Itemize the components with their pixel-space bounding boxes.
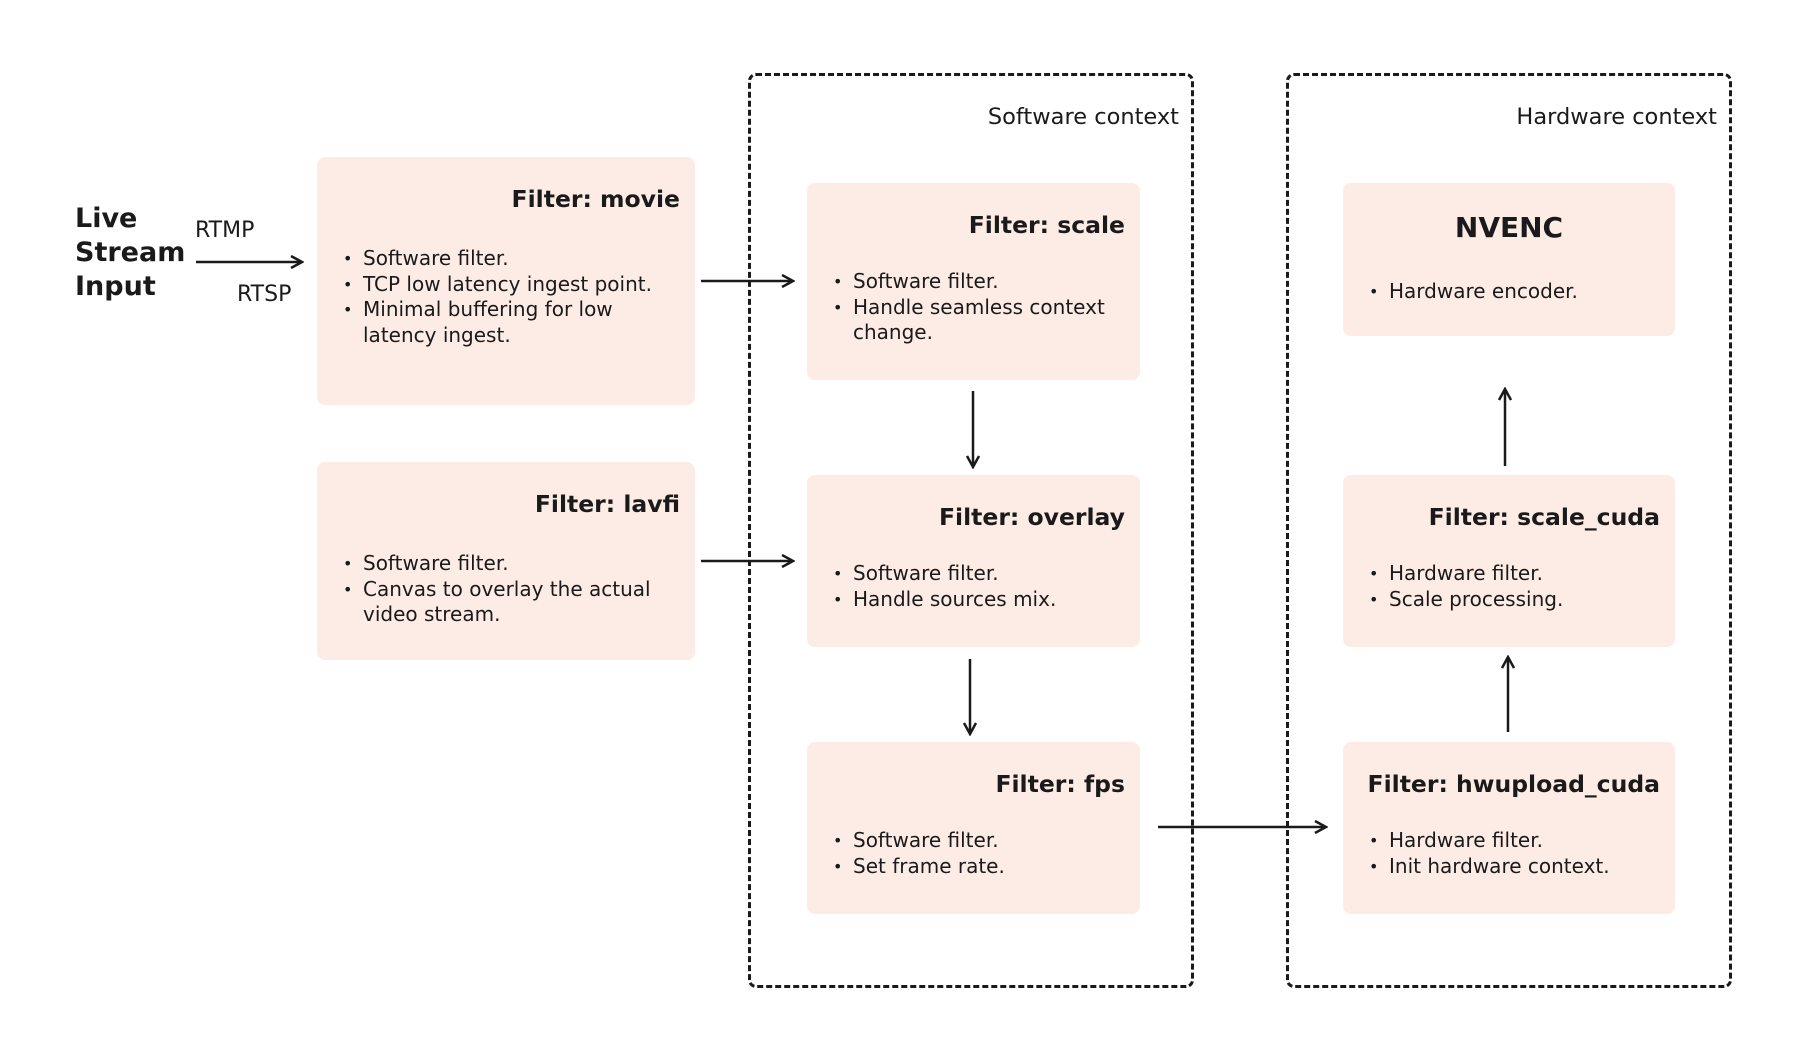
rtsp-label: RTSP xyxy=(237,282,292,307)
bullet-item: Hardware encoder. xyxy=(1369,279,1663,305)
filter-scale-title: Filter: scale xyxy=(968,211,1125,239)
nvenc-title: NVENC xyxy=(1454,211,1564,244)
hardware-context-group: Hardware context xyxy=(1286,73,1732,988)
bullet-item: Minimal buffering for low latency ingest… xyxy=(343,297,683,348)
filter-fps-title: Filter: fps xyxy=(995,770,1125,798)
filter-hwupload-cuda-title: Filter: hwupload_cuda xyxy=(1367,770,1660,798)
bullet-item: Handle sources mix. xyxy=(833,587,1128,613)
bullet-item: Software filter. xyxy=(343,246,683,272)
filter-lavfi-node: Filter: lavfi Software filter. Canvas to… xyxy=(317,462,695,660)
nvenc-bullets: Hardware encoder. xyxy=(1369,279,1663,305)
filter-movie-bullets: Software filter. TCP low latency ingest … xyxy=(343,246,683,348)
bullet-item: Handle seamless context change. xyxy=(833,295,1128,346)
filter-scale-cuda-bullets: Hardware filter. Scale processing. xyxy=(1369,561,1663,612)
filter-scale-bullets: Software filter. Handle seamless context… xyxy=(833,269,1128,346)
rtmp-label: RTMP xyxy=(195,218,255,243)
filter-movie-title: Filter: movie xyxy=(511,185,680,213)
filter-scale-cuda-title: Filter: scale_cuda xyxy=(1428,503,1660,531)
bullet-item: Set frame rate. xyxy=(833,854,1128,880)
bullet-item: Hardware filter. xyxy=(1369,561,1663,587)
bullet-item: Init hardware context. xyxy=(1369,854,1663,880)
software-context-title: Software context xyxy=(987,104,1179,130)
filter-movie-node: Filter: movie Software filter. TCP low l… xyxy=(317,157,695,405)
filter-scale-node: Filter: scale Software filter. Handle se… xyxy=(807,183,1140,380)
filter-lavfi-bullets: Software filter. Canvas to overlay the a… xyxy=(343,551,683,628)
bullet-item: Hardware filter. xyxy=(1369,828,1663,854)
bullet-item: Software filter. xyxy=(343,551,683,577)
bullet-item: Software filter. xyxy=(833,269,1128,295)
filter-fps-node: Filter: fps Software filter. Set frame r… xyxy=(807,742,1140,914)
hardware-context-title: Hardware context xyxy=(1516,104,1717,130)
filter-lavfi-title: Filter: lavfi xyxy=(534,490,680,518)
bullet-item: Software filter. xyxy=(833,828,1128,854)
filter-hwupload-cuda-bullets: Hardware filter. Init hardware context. xyxy=(1369,828,1663,879)
nvenc-node: NVENC Hardware encoder. xyxy=(1343,183,1675,336)
filter-overlay-node: Filter: overlay Software filter. Handle … xyxy=(807,475,1140,647)
filter-hwupload-cuda-node: Filter: hwupload_cuda Hardware filter. I… xyxy=(1343,742,1675,914)
software-context-group: Software context xyxy=(748,73,1194,988)
bullet-item: Software filter. xyxy=(833,561,1128,587)
filter-overlay-bullets: Software filter. Handle sources mix. xyxy=(833,561,1128,612)
filter-scale-cuda-node: Filter: scale_cuda Hardware filter. Scal… xyxy=(1343,475,1675,647)
filter-fps-bullets: Software filter. Set frame rate. xyxy=(833,828,1128,879)
bullet-item: Scale processing. xyxy=(1369,587,1663,613)
filter-overlay-title: Filter: overlay xyxy=(938,503,1125,531)
bullet-item: TCP low latency ingest point. xyxy=(343,272,683,298)
bullet-item: Canvas to overlay the actual video strea… xyxy=(343,577,683,628)
live-stream-input-label: Live Stream Input xyxy=(75,203,186,302)
